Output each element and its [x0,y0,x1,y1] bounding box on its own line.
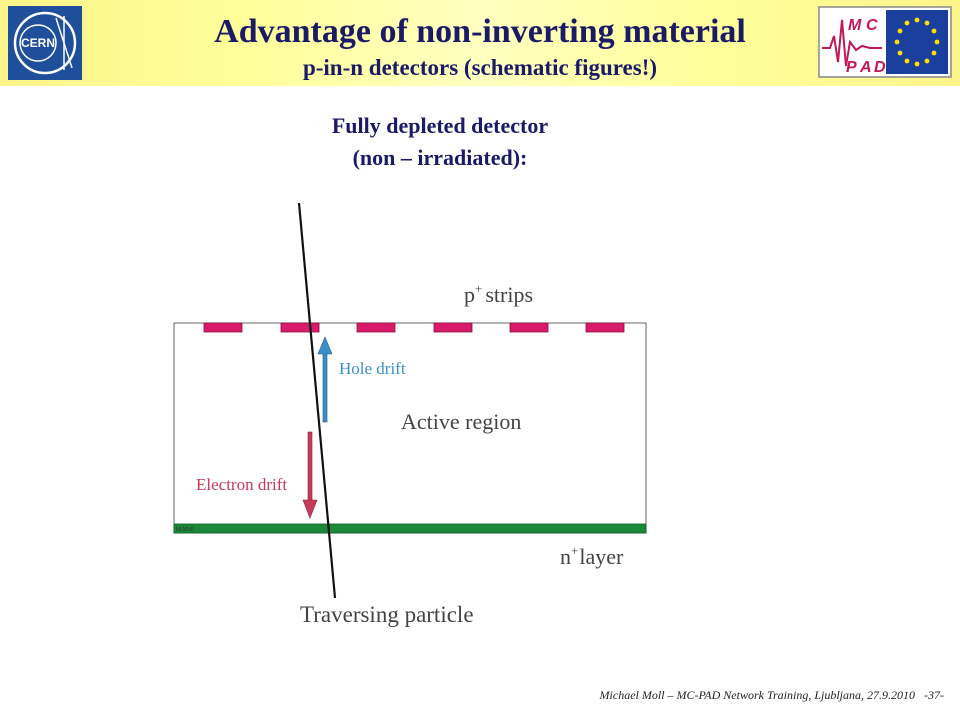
mcpad-logo-letter: M [848,17,862,34]
hole-drift-label: Hole drift [339,359,406,378]
p-strip [509,322,549,333]
electron-drift-label: Electron drift [196,475,287,494]
page-number: -37- [924,688,944,702]
slide-subtitle: p-in-n detectors (schematic figures!) [302,55,658,80]
mcpad-logo-letter: P [846,59,857,76]
diagram-heading-line2: (non – irradiated): [352,145,528,170]
traversing-particle-label: Traversing particle [300,602,474,627]
slide-title: Advantage of non-inverting material [214,13,746,50]
mcpad-logo: M C P A D [818,6,952,78]
header-bar: CERN Advantage of non-inverting material… [0,0,960,86]
detector-body [173,322,647,534]
diagram-heading-line1: Fully depleted detector [331,113,549,138]
watermark: M.Moll [176,527,194,533]
strips-label: p+strips [464,281,533,307]
footer: Michael Moll – MC-PAD Network Training, … [600,688,944,703]
p-strip [433,322,473,333]
cern-logo-text: CERN [21,36,55,50]
mcpad-logo-letter: D [874,59,886,76]
particle-track [297,202,337,599]
cern-logo: CERN [8,6,82,80]
footer-credit: Michael Moll – MC-PAD Network Training, … [599,688,915,702]
diagram-heading: Fully depleted detector (non – irradiate… [240,110,640,174]
p-strip [585,322,625,333]
n-layer-label: n+layer [560,543,624,569]
p-strip [203,322,243,333]
active-region-label: Active region [401,409,521,434]
p-strip [280,322,320,333]
mcpad-logo-letter: C [866,17,878,34]
n-layer [173,523,647,534]
electron-drift-arrow [302,431,318,519]
hole-drift-arrow [317,336,333,423]
mcpad-logo-letter: A [859,59,872,76]
p-strips [203,322,625,333]
p-strip [356,322,396,333]
